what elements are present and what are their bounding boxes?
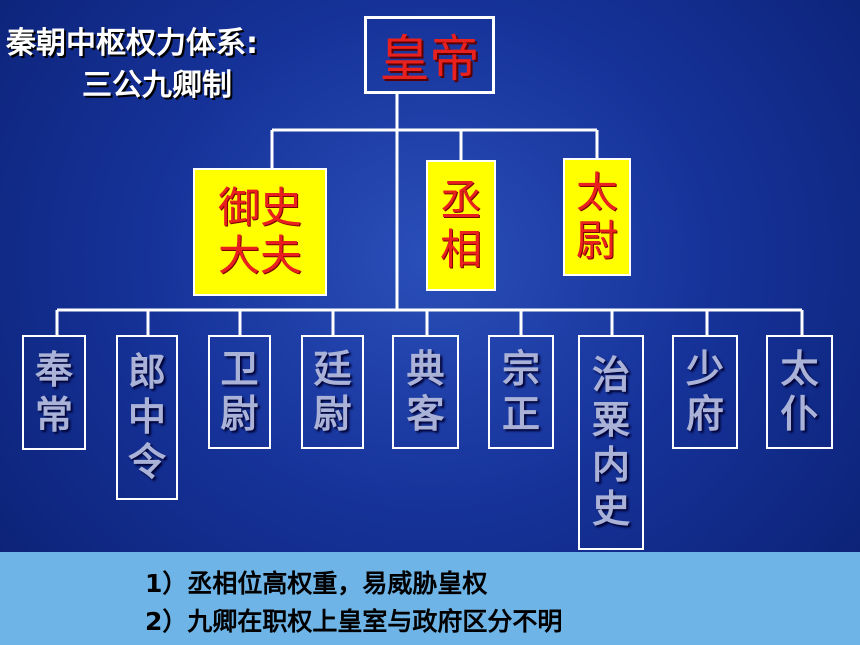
box-tingwei: 廷 尉 [301,335,364,449]
note-1: 1）丞相位高权重，易威胁皇权 [145,569,488,598]
emperor-box: 皇帝 [364,16,495,94]
box-chengxiang: 丞 相 [426,160,496,291]
box-zhisuneishi: 治 粟 内 史 [578,335,644,550]
note-2: 2）九卿在职权上皇室与政府区分不明 [145,607,563,636]
box-fengchang: 奉 常 [22,335,86,450]
box-langzhongling: 郎 中 令 [116,335,178,500]
title-line1: 秦朝中枢权力体系: [6,26,258,61]
label-fengchang: 奉 常 [34,346,73,437]
box-yushi-dafu: 御史 大夫 [193,168,327,296]
label-dianke: 典 客 [406,346,445,436]
box-shaofu: 少 府 [672,335,738,449]
label-shaofu: 少 府 [685,346,724,436]
notes-band: 1）丞相位高权重，易威胁皇权 2）九卿在职权上皇室与政府区分不明 [0,552,860,645]
box-taipu: 太 仆 [766,335,833,449]
label-zhisuneishi: 治 粟 内 史 [591,351,630,532]
label-tingwei: 廷 尉 [313,346,352,436]
box-weiwei: 卫 尉 [208,335,271,449]
label-yushi-dafu: 御史 大夫 [217,182,302,280]
label-taipu: 太 仆 [780,346,819,436]
box-taiwei: 太 尉 [563,158,631,276]
title-line2: 三公九卿制 [82,68,232,103]
label-weiwei: 卫 尉 [220,346,259,436]
label-langzhongling: 郎 中 令 [127,349,166,484]
label-taiwei: 太 尉 [575,167,618,265]
box-zongzheng: 宗 正 [488,335,554,449]
box-dianke: 典 客 [392,335,459,449]
label-chengxiang: 丞 相 [439,176,482,274]
label-zongzheng: 宗 正 [501,346,540,436]
